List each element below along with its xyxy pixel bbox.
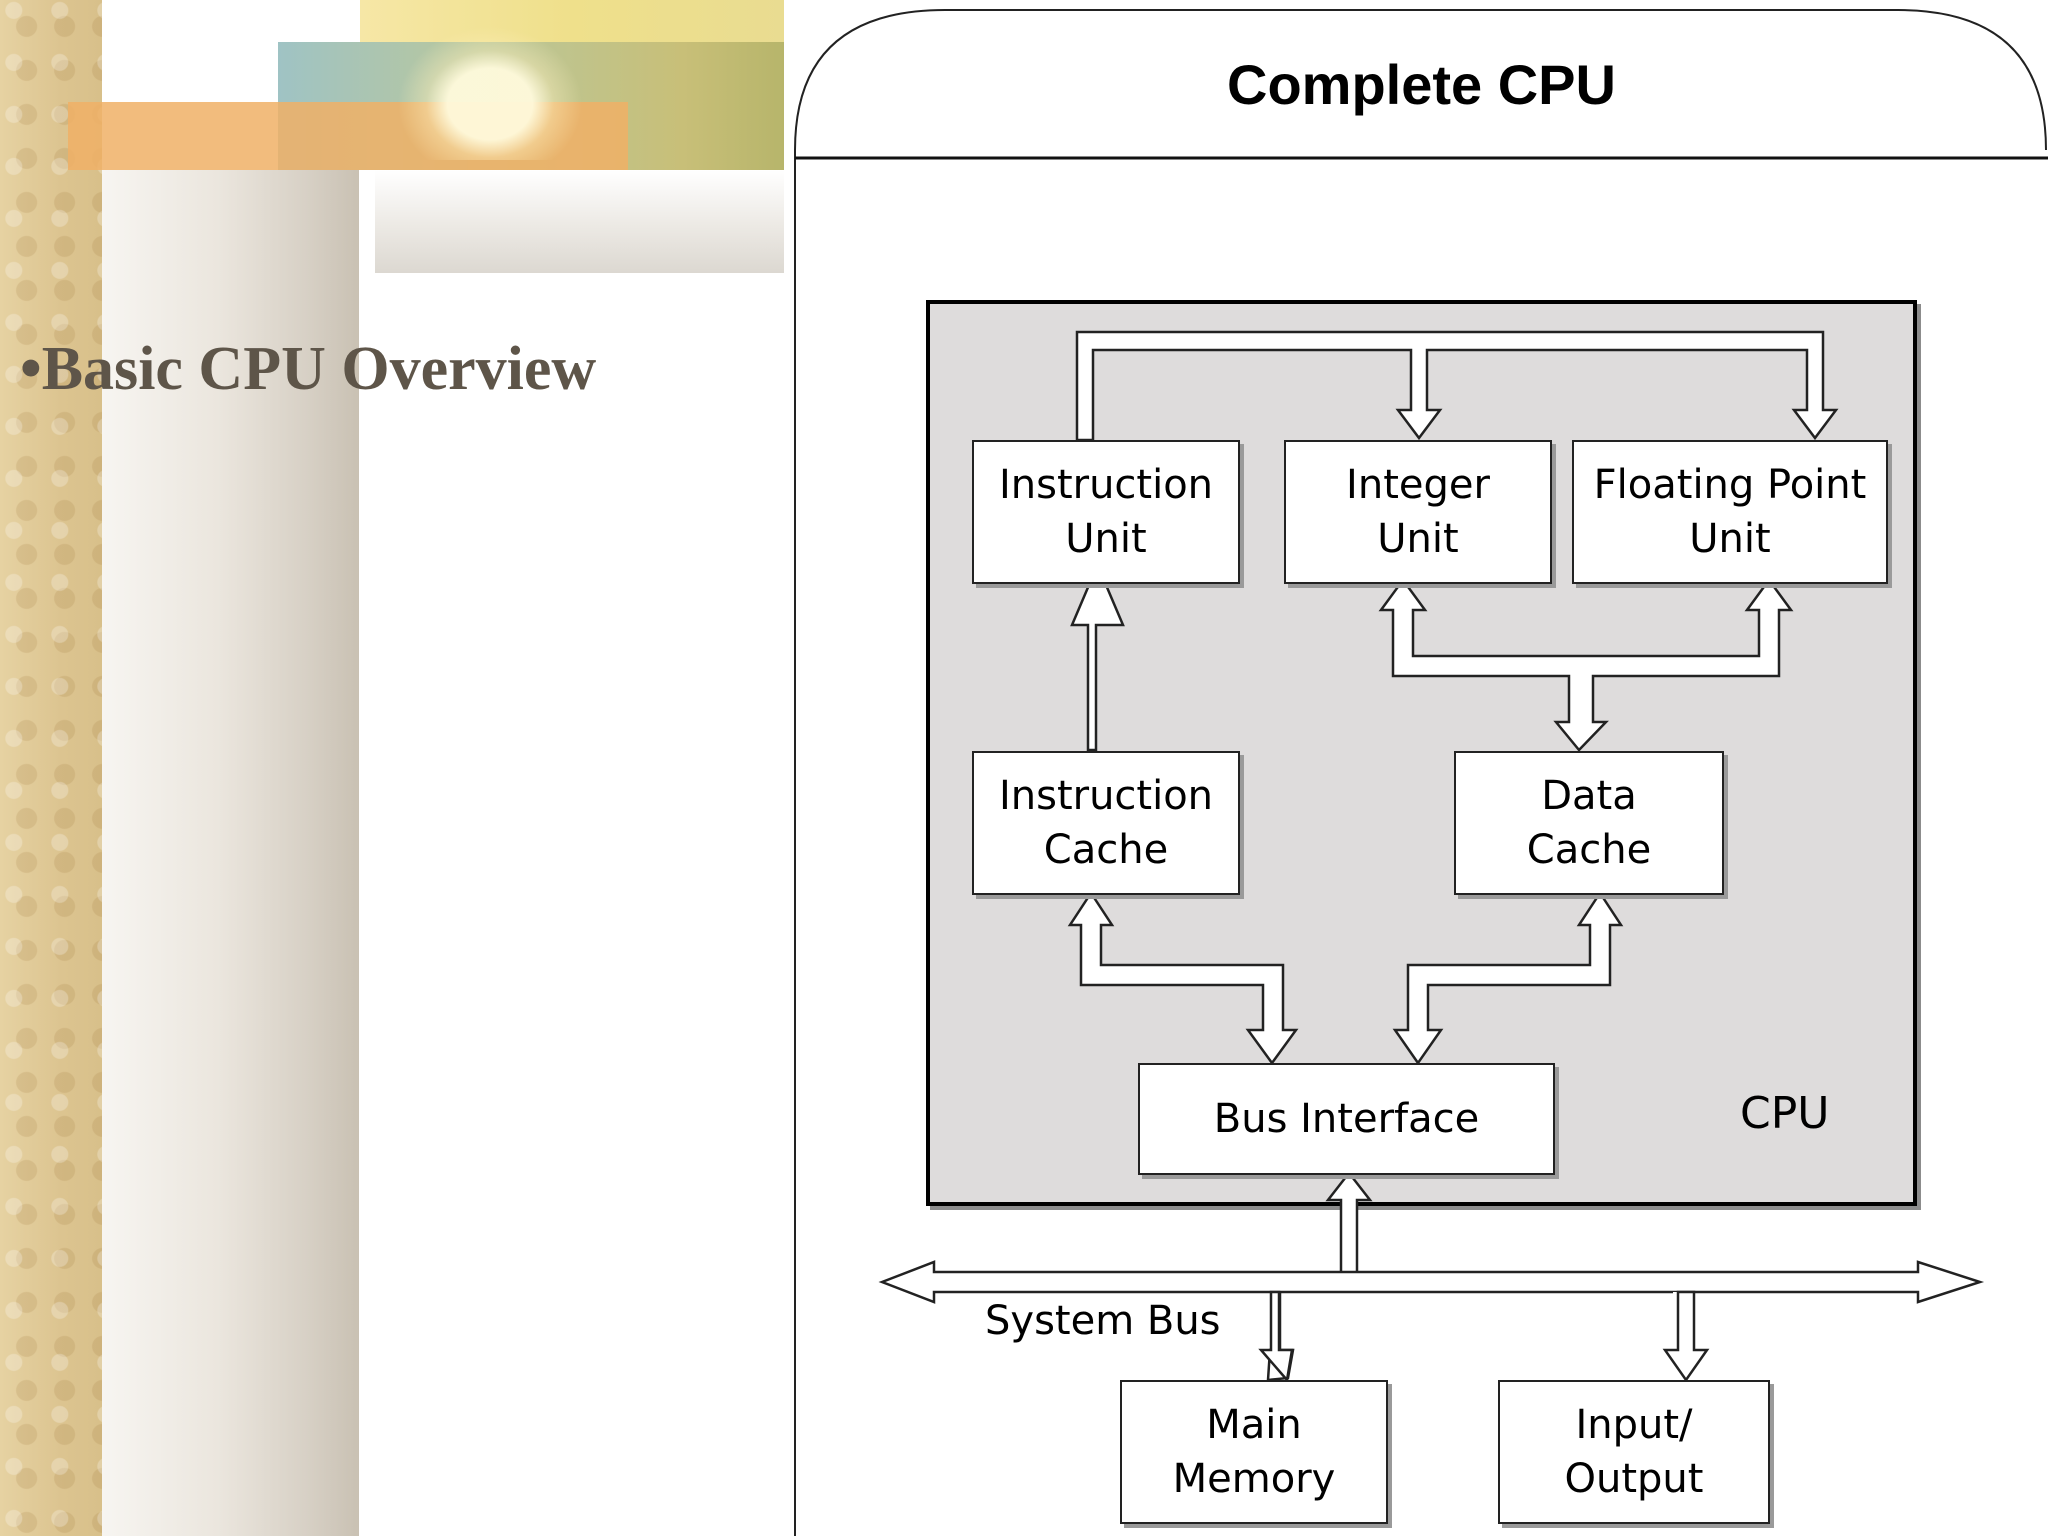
arrow-system-bus-to-main-memory-head: [1258, 1290, 1294, 1383]
diagram-title: Complete CPU: [1227, 53, 1616, 116]
panel-frame: [794, 9, 2047, 1536]
bus-interface-box: Bus Interface: [1138, 1063, 1555, 1175]
cpu-container-label: CPU: [1740, 1088, 1830, 1139]
floating-point-unit-box: Floating Point Unit: [1572, 440, 1888, 584]
integer-unit-label: Integer Unit: [1346, 462, 1490, 562]
arrow-instruction-cache-to-instruction-unit: [1070, 583, 1125, 752]
bus-interface-label: Bus Interface: [1213, 1096, 1480, 1142]
main-memory-label: Main Memory: [1172, 1402, 1336, 1502]
instruction-unit-box: Instruction Unit: [972, 440, 1240, 584]
integer-unit-box: Integer Unit: [1284, 440, 1552, 584]
decorative-header-block: [375, 170, 784, 273]
decorative-column: [102, 170, 359, 1536]
banner-leaf-graphic: [390, 20, 590, 160]
arrow-bus-interface-to-system-bus: [1325, 1170, 1373, 1278]
slide-title: •Basic CPU Overview: [20, 335, 597, 403]
data-cache-label: Data Cache: [1526, 773, 1652, 873]
arrow-system-bus-to-input-output: [1662, 1290, 1710, 1383]
arrow-instruction-unit-to-execution-units: [1075, 330, 1839, 442]
instruction-cache-box: Instruction Cache: [972, 751, 1240, 895]
textured-side-band: [0, 0, 102, 1536]
main-memory-box: Main Memory: [1120, 1380, 1388, 1524]
input-output-box: Input/ Output: [1498, 1380, 1770, 1524]
data-cache-box: Data Cache: [1454, 751, 1724, 895]
input-output-label: Input/ Output: [1564, 1402, 1704, 1502]
arrow-data-cache-to-integer-and-fp: [1378, 577, 1794, 752]
instruction-unit-label: Instruction Unit: [998, 462, 1214, 562]
system-bus-arrow: [878, 1260, 1985, 1304]
system-bus-label: System Bus: [985, 1298, 1221, 1344]
floating-point-unit-label: Floating Point Unit: [1593, 462, 1867, 562]
instruction-cache-label: Instruction Cache: [998, 773, 1214, 873]
